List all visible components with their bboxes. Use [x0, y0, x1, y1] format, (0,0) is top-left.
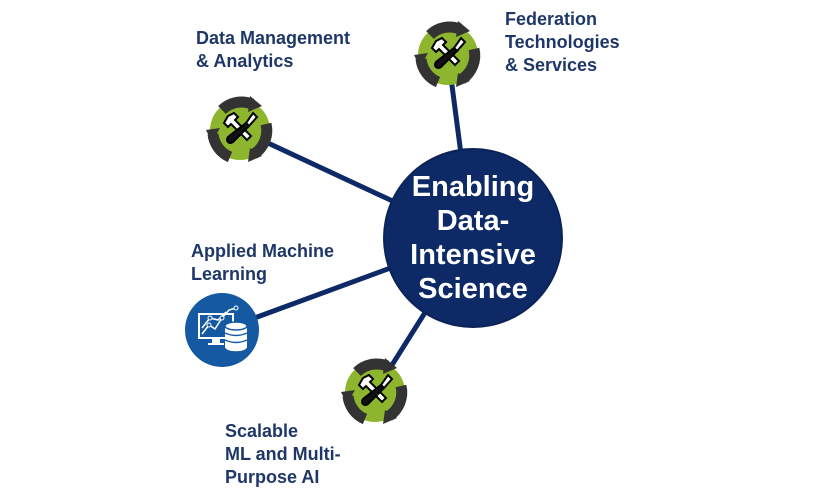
tools-cycle-icon	[200, 90, 280, 175]
label-applied-ml: Applied Machine Learning	[191, 241, 335, 284]
tools-cycle-icon	[408, 15, 488, 100]
label-data-management: Data Management & Analytics	[196, 28, 351, 71]
tools-cycle-icon	[335, 352, 415, 437]
hub-circle: Enabling Data- Intensive Science	[385, 150, 561, 326]
label-federation: Federation Technologies & Services	[505, 9, 620, 75]
label-scalable-ml: Scalable ML and Multi- Purpose AI	[225, 421, 341, 487]
analytics-database-icon	[184, 292, 260, 373]
